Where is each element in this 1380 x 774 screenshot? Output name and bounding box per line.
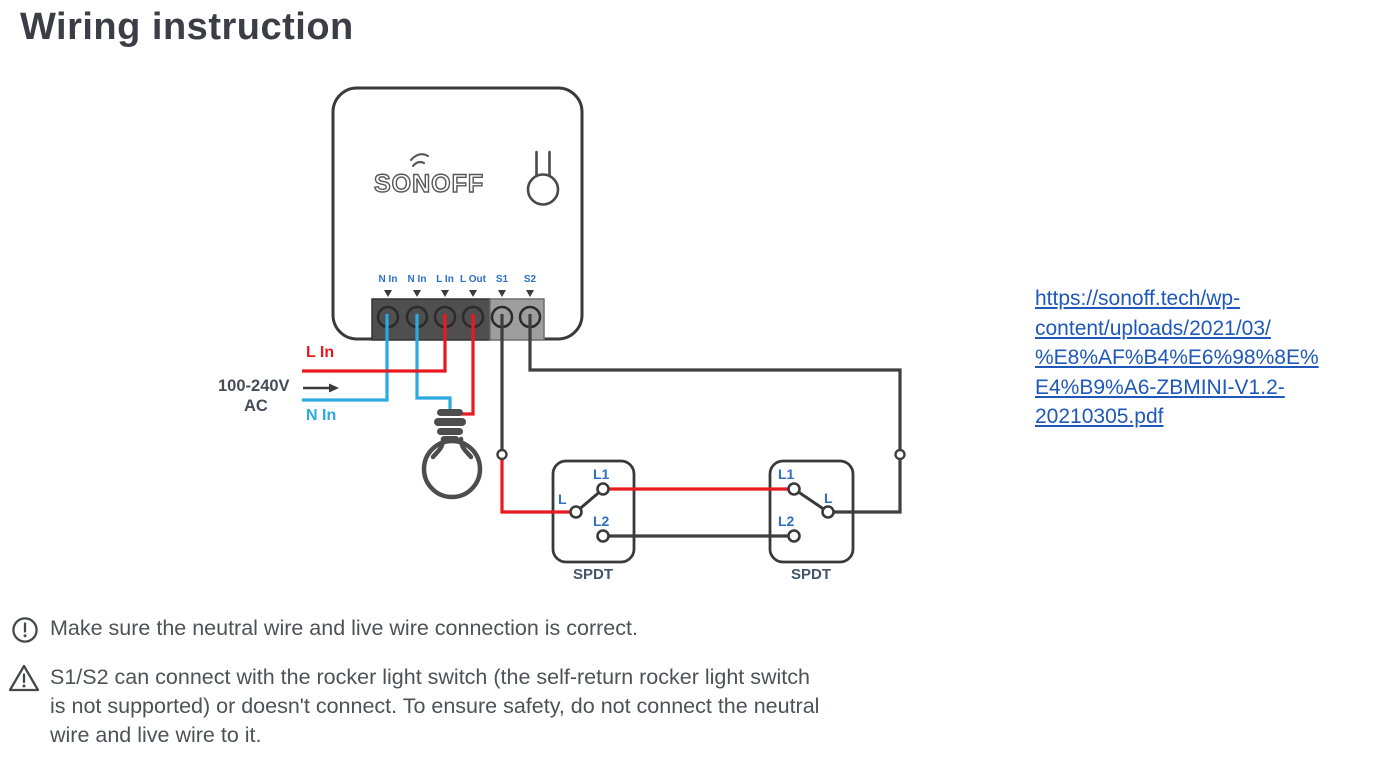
- page-title: Wiring instruction: [20, 6, 354, 48]
- right-switch-l-label: L: [824, 490, 833, 506]
- left-switch-type-label: SPDT: [572, 566, 614, 583]
- note-line: wire and live wire to it.: [50, 723, 262, 747]
- neutral-wire-lamp: [415, 314, 452, 416]
- right-switch-l1-label: L1: [778, 466, 795, 482]
- terminal-label-nin1: N In: [378, 274, 398, 285]
- neutral-in-label: N In: [306, 407, 337, 424]
- neutral-wire-source: [302, 314, 389, 402]
- note-line: Make sure the neutral wire and live wire…: [50, 616, 638, 640]
- right-switch-l2-label: L2: [778, 513, 795, 529]
- s2-wire-upper: [528, 314, 902, 450]
- info-circle-icon: [12, 617, 38, 643]
- terminal-pointer-arrows: [384, 290, 534, 297]
- ac-label: AC: [244, 397, 268, 415]
- switch-contacts: [569, 482, 835, 543]
- terminal-label-lout: L Out: [460, 274, 486, 285]
- note-line: S1/S2 can connect with the rocker light …: [50, 665, 810, 689]
- right-switch-type-label: SPDT: [790, 566, 832, 583]
- pdf-link-line[interactable]: content/uploads/2021/03/: [1035, 316, 1271, 340]
- left-switch-l2-label: L2: [593, 513, 610, 529]
- wifi-icon: [409, 153, 430, 168]
- voltage-label: 100-240V: [218, 377, 290, 395]
- junction-node-left: [496, 448, 508, 461]
- switch-lever-right: [793, 487, 829, 514]
- pdf-link[interactable]: https://sonoff.tech/wp- content/uploads/…: [1035, 284, 1355, 432]
- s1-wire-lower: [500, 459, 576, 514]
- light-bulb-icon: [421, 409, 483, 500]
- live-wire-source: [302, 314, 447, 373]
- wires: [302, 314, 902, 538]
- ac-arrow-icon: [303, 383, 339, 393]
- pdf-link-line[interactable]: %E8%AF%B4%E6%98%8E%: [1035, 346, 1319, 370]
- live-in-label: L In: [306, 344, 335, 361]
- terminal-label-s2: S2: [523, 274, 537, 285]
- terminal-label-s1: S1: [495, 274, 509, 285]
- junction-node-right: [894, 448, 906, 461]
- note-s1s2: S1/S2 can connect with the rocker light …: [50, 663, 819, 750]
- terminal-label-nin2: N In: [407, 274, 427, 285]
- live-wire-lamp: [460, 314, 475, 416]
- pdf-link-line[interactable]: E4%B9%A6-ZBMINI-V1.2-: [1035, 375, 1285, 399]
- left-switch-l-label: L: [558, 491, 567, 507]
- sonoff-logo: SONOFF: [373, 169, 485, 198]
- note-line: is not supported) or doesn't connect. To…: [50, 694, 820, 718]
- keyhole-icon: [526, 150, 560, 206]
- warning-triangle-icon: [8, 664, 40, 692]
- pdf-link-line[interactable]: https://sonoff.tech/wp-: [1035, 287, 1241, 310]
- note-neutral-live: Make sure the neutral wire and live wire…: [50, 614, 638, 643]
- terminal-label-lin: L In: [436, 274, 454, 285]
- pdf-link-line[interactable]: 20210305.pdf: [1035, 405, 1164, 429]
- s2-wire-lower: [828, 459, 902, 514]
- left-switch-l1-label: L1: [593, 466, 610, 482]
